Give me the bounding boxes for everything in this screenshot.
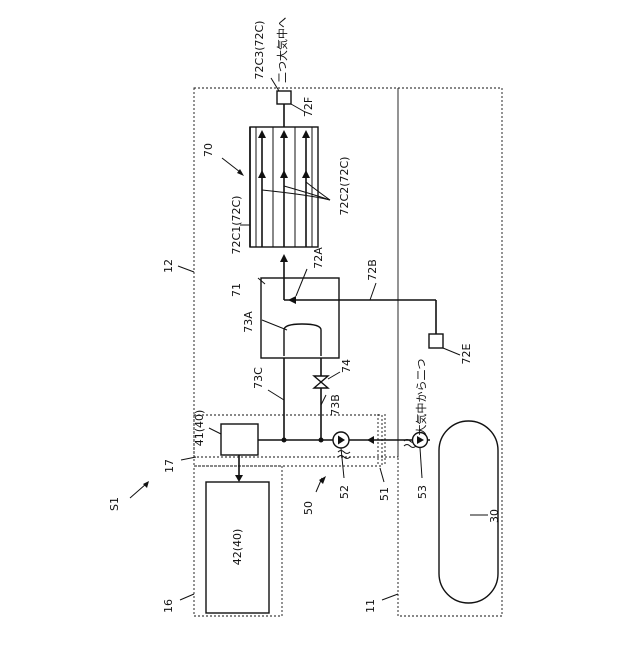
label-check-valve-53: 53: [416, 485, 429, 499]
sensor-72e-leader: [443, 348, 460, 355]
zone-12-leader: [178, 266, 194, 272]
label-s1: S1: [108, 497, 121, 511]
label-unit-41: 41(40): [193, 410, 206, 447]
label-pipe-72b: 72B: [366, 259, 379, 281]
label-pump-52: 52: [338, 485, 351, 499]
break-mark-icon: [338, 451, 350, 454]
system-s1-arrow-icon: [143, 481, 149, 488]
zone-11-leader: [382, 594, 398, 600]
label-valve-74: 74: [340, 359, 353, 373]
label-from-atmosphere: 大気中から二つ: [414, 359, 428, 436]
pipe-72b-leader: [370, 283, 376, 300]
label-line-51: 51: [378, 487, 391, 501]
flow-arrow-icon: [367, 436, 374, 444]
signal-arrow-icon: [235, 475, 243, 482]
unit-41: [221, 424, 258, 455]
check-valve-53-leader: [420, 448, 422, 478]
pipe-73c-leader: [268, 390, 284, 400]
label-unit-42: 42(40): [231, 529, 244, 566]
break-mark-icon: [338, 456, 350, 459]
reservoir-73a: [284, 324, 321, 356]
label-assembly-70: 70: [202, 143, 215, 157]
label-zone-17: 17: [163, 459, 176, 473]
label-pipe-73b: 73B: [329, 394, 342, 416]
sensor-72f: [277, 91, 291, 104]
assembly-70-leader: [222, 158, 240, 172]
label-zone-16: 16: [162, 599, 175, 613]
label-zone-12: 12: [162, 259, 175, 273]
label-port-72a: 72A: [312, 247, 325, 269]
label-zone-11: 11: [364, 599, 377, 613]
label-tank-30: 30: [488, 509, 501, 523]
label-chamber-71: 71: [230, 283, 243, 297]
label-sensor-72f: 72F: [302, 97, 315, 117]
label-tubes-72c2: 72C2(72C): [338, 157, 351, 216]
label-tube-72c3: 72C3(72C): [253, 21, 266, 80]
system-s1-leader: [130, 484, 146, 498]
label-sensor-72e: 72E: [460, 343, 473, 364]
label-reservoir-73a: 73A: [242, 311, 255, 333]
label-tube-72c1: 72C1(72C): [230, 196, 243, 255]
riser-arrow-icon: [280, 254, 288, 262]
sensor-72e: [429, 334, 443, 348]
label-pipe-73c: 73C: [252, 367, 265, 389]
unit-41-leader: [209, 428, 221, 434]
label-line-50: 50: [302, 501, 315, 515]
valve-74-lower: [314, 382, 328, 388]
line-51-leader: [380, 468, 384, 482]
valve-74-leader: [328, 372, 340, 379]
pump-52-leader: [341, 448, 344, 478]
label-to-atmosphere: 二つ大気中へ: [275, 17, 289, 83]
zone-16-leader: [180, 594, 194, 600]
